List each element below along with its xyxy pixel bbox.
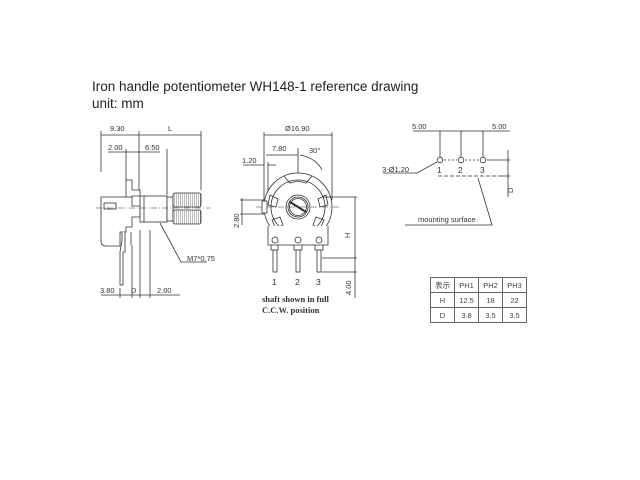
- table-cell: 22: [502, 292, 527, 308]
- layout-pin-label-1: 1: [437, 165, 442, 175]
- dim-pin-depth: D: [131, 286, 137, 295]
- pin-layout-view: [383, 130, 510, 226]
- dim-pin-offset: 3.80: [100, 286, 115, 295]
- pitch-right: 5.00: [492, 122, 507, 131]
- dim-body-depth: 9.30: [110, 124, 125, 133]
- dim-pin-length: 4.00: [344, 280, 353, 295]
- layout-depth: D: [506, 187, 515, 193]
- dim-height: H: [343, 233, 352, 238]
- table-row: H 12.5 18 22: [430, 292, 527, 308]
- table-header-cell: PH2: [478, 277, 503, 293]
- layout-pin-label-3: 3: [480, 165, 485, 175]
- dim-diameter: Ø16.90: [285, 124, 310, 133]
- dim-angle: 30°: [309, 146, 320, 155]
- pitch-left: 5.00: [412, 122, 427, 131]
- shaft-note-line2: C.C.W. position: [262, 305, 320, 315]
- unit-label: unit: mm: [92, 96, 144, 111]
- dim-bushing-length: 6.50: [145, 143, 160, 152]
- dim-thread: M7*0.75: [187, 254, 215, 263]
- spec-table: 表示 PH1 PH2 PH3 H 12.5 18 22 D 3.8 3.5 3.…: [430, 277, 527, 323]
- drawing-title: Iron handle potentiometer WH148-1 refere…: [92, 79, 419, 94]
- shaft-note-line1: shaft shown in full: [262, 294, 329, 304]
- table-cell: 3.5: [502, 307, 527, 323]
- dim-tab-height: 2.80: [232, 213, 241, 228]
- table-row: D 3.8 3.5 3.5: [430, 307, 527, 323]
- table-cell: 18: [478, 292, 503, 308]
- dim-shaft-length: L: [168, 124, 172, 133]
- dim-bottom-gap: 2.00: [157, 286, 172, 295]
- dim-half-width: 7.80: [272, 144, 287, 153]
- front-pin-label-2: 2: [295, 277, 300, 287]
- table-header-row: 表示 PH1 PH2 PH3: [430, 277, 527, 293]
- front-pin-label-1: 1: [272, 277, 277, 287]
- table-header-cell: PH3: [502, 277, 527, 293]
- dim-bushing-offset: 2.00: [108, 143, 123, 152]
- front-pin-label-3: 3: [316, 277, 321, 287]
- front-view: [240, 132, 357, 298]
- mounting-surface-label: mounting surface: [418, 215, 476, 224]
- table-cell: D: [430, 307, 455, 323]
- hole-spec: 3-Ø1.20: [382, 165, 409, 174]
- layout-pin-label-2: 2: [458, 165, 463, 175]
- dim-tab-width: 1.20: [242, 156, 257, 165]
- table-cell: 12.5: [454, 292, 479, 308]
- table-cell: 3.8: [454, 307, 479, 323]
- table-header-cell: 表示: [430, 277, 455, 293]
- table-cell: H: [430, 292, 455, 308]
- table-cell: 3.5: [478, 307, 503, 323]
- table-header-cell: PH1: [454, 277, 479, 293]
- side-view: [96, 131, 210, 298]
